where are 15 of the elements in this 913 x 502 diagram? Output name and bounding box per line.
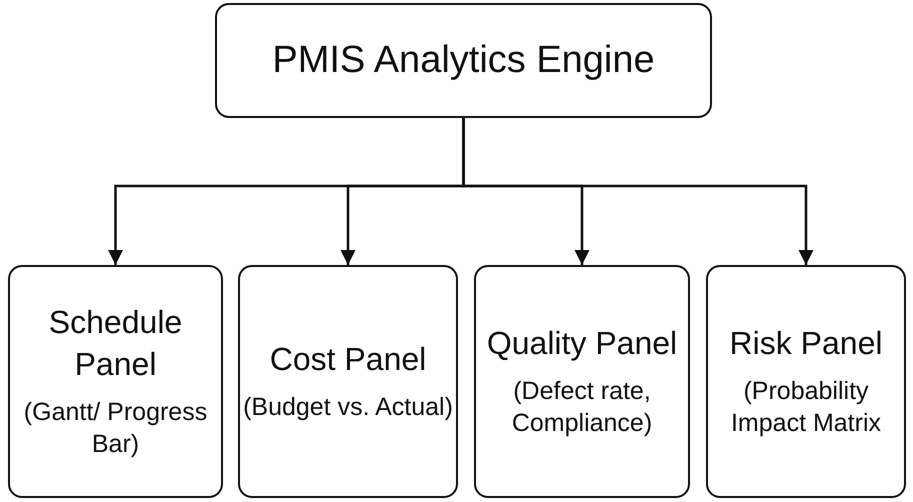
panel-description: (Gantt/ Progress Bar)	[22, 396, 208, 460]
panel-box	[8, 265, 223, 498]
arrow	[462, 118, 814, 265]
panel-title: Schedule Panel	[48, 303, 184, 384]
panel-description: (Defect rate, Compliance)	[510, 376, 654, 440]
panel-box	[474, 265, 690, 498]
panel-box	[706, 265, 906, 498]
panel-description: (Budget vs. Actual)	[243, 392, 453, 424]
panel-box	[238, 265, 458, 498]
panel-title: Quality Panel	[486, 324, 678, 364]
engine-box	[215, 3, 712, 118]
panel-title: Cost Panel	[270, 340, 426, 380]
title-text: PMIS Analytics Engine	[272, 39, 655, 82]
panel-title: Risk Panel	[730, 324, 882, 364]
panel-description: (Probability Impact Matrix	[730, 376, 882, 440]
